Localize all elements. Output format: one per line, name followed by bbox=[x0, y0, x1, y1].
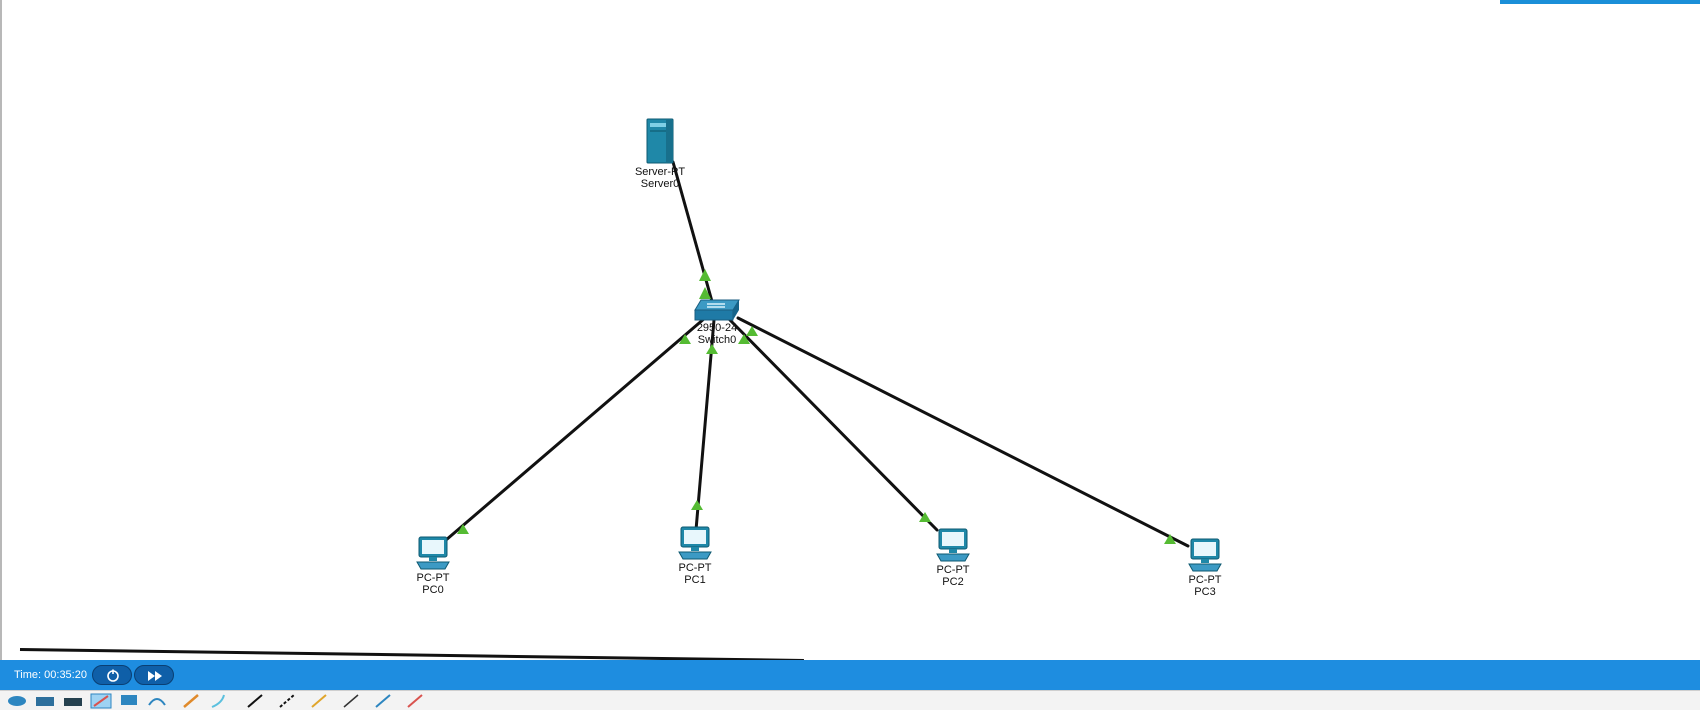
auto-cable-icon[interactable] bbox=[180, 693, 202, 709]
server-device[interactable]: Server-PT Server0 bbox=[630, 118, 690, 190]
pc-device-3[interactable]: PC-PT PC3 bbox=[1180, 538, 1230, 598]
realtime-bar: Time: 00:35:20 bbox=[0, 660, 1700, 690]
power-cycle-icon bbox=[107, 669, 119, 682]
pc-icon bbox=[678, 526, 712, 560]
phone-cable-icon[interactable] bbox=[340, 693, 362, 709]
link-light-switch-pc3 bbox=[746, 326, 758, 336]
pc-name-label: PC3 bbox=[1194, 586, 1216, 598]
time-display: Time: 00:35:20 bbox=[14, 669, 87, 681]
link-light-pc0 bbox=[457, 524, 469, 534]
switches-icon[interactable] bbox=[34, 693, 56, 709]
end-devices-icon[interactable] bbox=[118, 693, 140, 709]
crossover-cable-icon[interactable] bbox=[276, 693, 298, 709]
network-links bbox=[444, 160, 1190, 548]
wireless-icon[interactable] bbox=[146, 693, 168, 709]
workspace-border bbox=[0, 0, 2, 660]
link-light-switch-pc1 bbox=[706, 344, 718, 354]
serial-cable-icon[interactable] bbox=[404, 693, 426, 709]
pc-model-label: PC-PT bbox=[936, 564, 970, 576]
link-light-switch-pc0 bbox=[679, 334, 691, 344]
pc-icon bbox=[1188, 538, 1222, 572]
fast-forward-icon bbox=[148, 671, 162, 681]
pc-model-label: PC-PT bbox=[1188, 574, 1222, 586]
pc-model-label: PC-PT bbox=[416, 572, 450, 584]
link-switch-pc1[interactable] bbox=[694, 318, 716, 532]
fast-forward-time-button[interactable] bbox=[134, 665, 174, 685]
pc-device-1[interactable]: PC-PT PC1 bbox=[670, 526, 720, 586]
switch-model-label: 2950-24 bbox=[696, 322, 738, 334]
connections-icon[interactable] bbox=[90, 693, 112, 709]
link-light-server bbox=[699, 269, 711, 281]
link-light-switch-server bbox=[699, 287, 711, 299]
switch-icon bbox=[694, 299, 740, 321]
link-light-pc1 bbox=[691, 500, 703, 510]
fiber-cable-icon[interactable] bbox=[308, 693, 330, 709]
server-name-label: Server0 bbox=[640, 178, 680, 190]
pc-device-0[interactable]: PC-PT PC0 bbox=[408, 536, 458, 596]
link-light-switch-pc2 bbox=[738, 334, 750, 344]
window-accent-bar bbox=[1500, 0, 1700, 4]
server-model-label: Server-PT bbox=[634, 166, 686, 178]
pc-icon bbox=[936, 528, 970, 562]
pc-name-label: PC2 bbox=[942, 576, 964, 588]
link-light-pc3 bbox=[1164, 534, 1176, 544]
server-icon bbox=[646, 118, 674, 164]
link-server-switch[interactable] bbox=[671, 160, 715, 307]
straight-cable-icon[interactable] bbox=[244, 693, 266, 709]
pc-name-label: PC1 bbox=[684, 574, 706, 586]
pc-name-label: PC0 bbox=[422, 584, 444, 596]
power-cycle-devices-button[interactable] bbox=[92, 665, 132, 685]
link-light-pc2 bbox=[919, 512, 931, 522]
device-type-toolbar bbox=[0, 690, 1700, 710]
console-cable-icon[interactable] bbox=[208, 693, 230, 709]
link-switch-pc3[interactable] bbox=[736, 316, 1190, 548]
link-switch-pc2[interactable] bbox=[726, 316, 939, 532]
routers-icon[interactable] bbox=[6, 693, 28, 709]
hubs-icon[interactable] bbox=[62, 693, 84, 709]
pc-model-label: PC-PT bbox=[678, 562, 712, 574]
pc-device-2[interactable]: PC-PT PC2 bbox=[928, 528, 978, 588]
logical-workspace[interactable]: Server-PT Server0 2950-24 Switch0 PC-PT … bbox=[0, 0, 1700, 662]
coaxial-cable-icon[interactable] bbox=[372, 693, 394, 709]
switch-device[interactable]: 2950-24 Switch0 bbox=[680, 298, 754, 346]
switch-name-label: Switch0 bbox=[697, 334, 737, 346]
link-switch-pc0[interactable] bbox=[444, 316, 707, 542]
pc-icon bbox=[416, 536, 450, 570]
